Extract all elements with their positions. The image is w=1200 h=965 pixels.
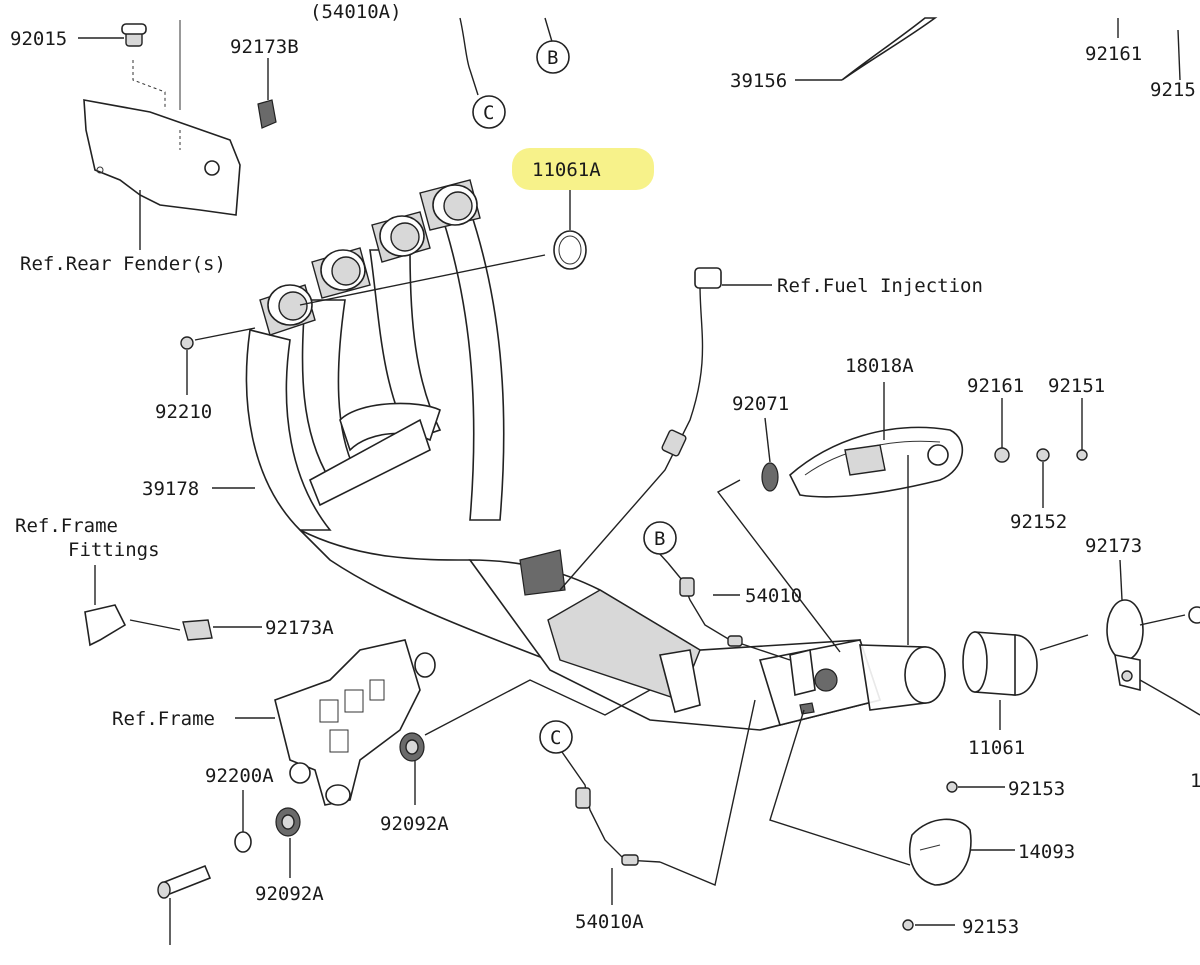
part-number-11061A: 11061A bbox=[532, 159, 601, 181]
callout-circle-b-top bbox=[536, 40, 570, 74]
part-number-92152: 92152 bbox=[1010, 511, 1067, 533]
heat-guard-39156 bbox=[841, 17, 938, 81]
o2-sensor-cable bbox=[559, 267, 722, 591]
gasket-11061 bbox=[962, 631, 1038, 696]
frame-hanger bbox=[274, 639, 436, 806]
part-number-92151: 92151 bbox=[1048, 375, 1105, 397]
washer-92200A bbox=[234, 831, 252, 853]
bolt bbox=[157, 864, 212, 899]
ref-frame: Ref.Frame bbox=[112, 708, 215, 730]
part-number-92161-top: 92161 bbox=[1085, 43, 1142, 65]
rear-fender-bracket bbox=[83, 20, 277, 216]
clamp-edge-lines bbox=[1139, 614, 1200, 716]
callout-c-top: C bbox=[483, 102, 494, 124]
part-highlight bbox=[512, 148, 654, 190]
ref-frame-fittings-line1: Ref.Frame bbox=[15, 515, 118, 537]
part-number-39178: 39178 bbox=[142, 478, 199, 500]
clamp-92173 bbox=[1106, 599, 1144, 692]
ref-frame-fittings-line2: Fittings bbox=[68, 539, 160, 561]
muffler-body bbox=[468, 549, 946, 731]
callout-circle-b-mid bbox=[643, 521, 677, 555]
exhaust-header-pipes bbox=[245, 179, 561, 662]
callout-circle-c-top bbox=[472, 95, 506, 129]
part-number-39156: 39156 bbox=[730, 70, 787, 92]
ref-rear-fender: Ref.Rear Fender(s) bbox=[20, 253, 226, 275]
heat-shield-18018A bbox=[761, 426, 964, 498]
part-number-92071: 92071 bbox=[732, 393, 789, 415]
part-number-18018A: 18018A bbox=[845, 355, 914, 377]
part-number-9215-top: 9215 bbox=[1150, 79, 1196, 101]
part-number-92092A-right: 92092A bbox=[380, 813, 449, 835]
leader-lines bbox=[78, 18, 1181, 945]
part-number-92153-bottom: 92153 bbox=[962, 916, 1019, 938]
part-number-92092A-bottom: 92092A bbox=[255, 883, 324, 905]
screw-92153-top bbox=[946, 781, 958, 793]
rubber-damper-92092A-right bbox=[399, 732, 425, 762]
part-number-92015: 92015 bbox=[10, 28, 67, 50]
part-number-92200A: 92200A bbox=[205, 765, 274, 787]
part-number-92173: 92173 bbox=[1085, 535, 1142, 557]
part-number-92153-top: 92153 bbox=[1008, 778, 1065, 800]
callout-b-mid: B bbox=[654, 528, 665, 550]
screw-92153-bottom bbox=[902, 919, 914, 931]
rubber-damper-92092A-bottom bbox=[275, 807, 301, 837]
nut-92210 bbox=[180, 336, 194, 350]
cover-14093 bbox=[908, 818, 972, 886]
nut-92151 bbox=[1076, 449, 1088, 461]
part-number-11061: 11061 bbox=[968, 737, 1025, 759]
part-number-top-cut: (54010A) bbox=[310, 1, 402, 23]
grommet-92071 bbox=[761, 462, 779, 492]
washer-92152 bbox=[1036, 448, 1050, 462]
part-number-92173B: 92173B bbox=[230, 36, 299, 58]
callout-b-top: B bbox=[547, 47, 558, 69]
part-number-92210: 92210 bbox=[155, 401, 212, 423]
cable-c-top bbox=[459, 17, 479, 96]
frame-fittings-bracket bbox=[84, 604, 213, 647]
ref-fuel-injection: Ref.Fuel Injection bbox=[777, 275, 983, 297]
nut-92161 bbox=[994, 447, 1010, 463]
part-number-92161: 92161 bbox=[967, 375, 1024, 397]
part-number-54010: 54010 bbox=[745, 585, 802, 607]
part-number-14093: 14093 bbox=[1018, 841, 1075, 863]
callout-circle-c-low bbox=[539, 720, 573, 754]
edge-label-1: 1 bbox=[1190, 770, 1200, 792]
part-number-54010A: 54010A bbox=[575, 911, 644, 933]
part-number-92173A: 92173A bbox=[265, 617, 334, 639]
callout-c-low: C bbox=[550, 727, 561, 749]
